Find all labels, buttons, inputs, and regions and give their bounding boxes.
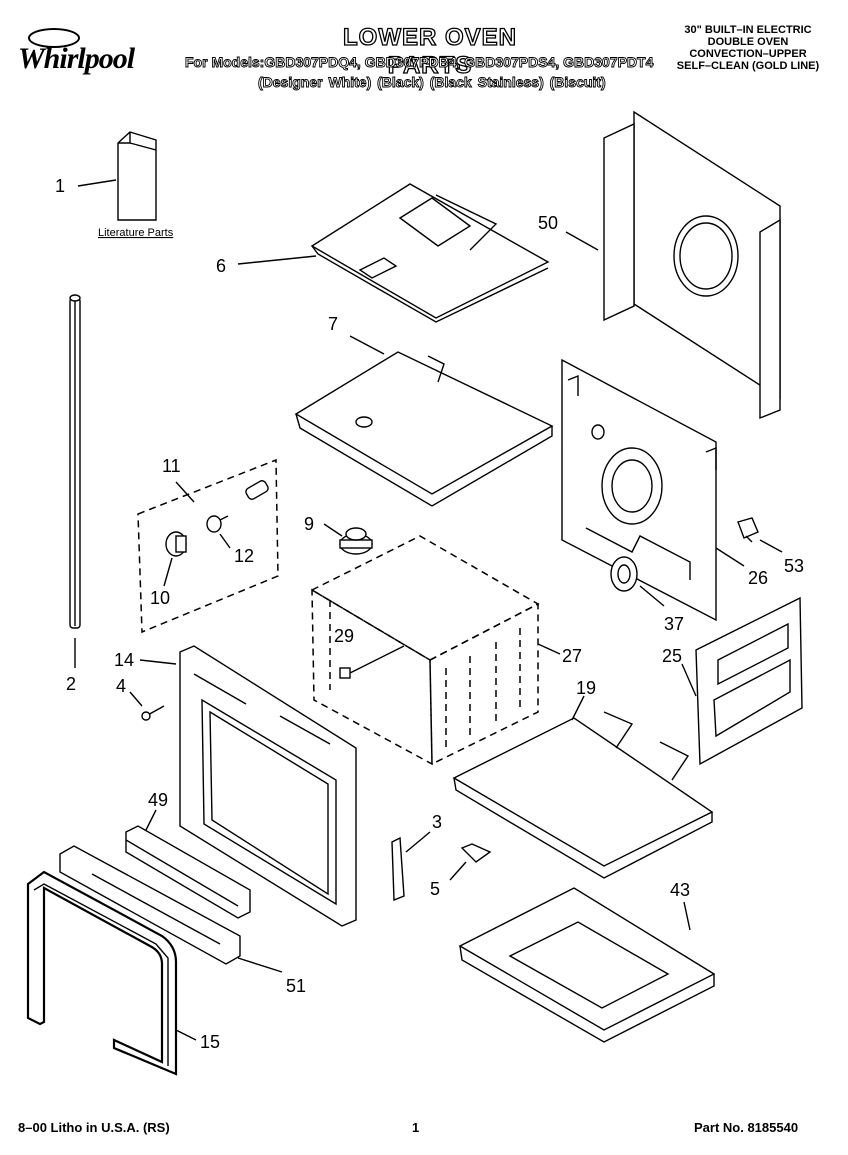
callout-51: 51 bbox=[286, 976, 306, 996]
small-clip bbox=[737, 517, 759, 543]
convection-baffle bbox=[561, 358, 717, 622]
litho-note: 8–00 Litho in U.S.A. (RS) bbox=[18, 1120, 170, 1135]
leader-line bbox=[139, 659, 177, 665]
front-frame bbox=[179, 645, 357, 927]
literature-booklet bbox=[117, 131, 157, 221]
callout-9: 9 bbox=[304, 514, 314, 534]
vertical-trim-strip bbox=[69, 294, 81, 629]
oven-cavity bbox=[310, 535, 540, 766]
part-group-boundary bbox=[137, 458, 279, 634]
leader-line bbox=[759, 539, 783, 553]
leader-line bbox=[565, 231, 599, 251]
callout-1: 1 bbox=[55, 176, 65, 196]
model-list: For Models:GBD307PDQ4, GBD307PDB4, GBD30… bbox=[185, 54, 654, 71]
literature-parts-label: Literature Parts bbox=[98, 227, 174, 239]
top-air-duct bbox=[310, 183, 550, 323]
leader-line bbox=[175, 481, 195, 503]
callout-4: 4 bbox=[116, 676, 126, 696]
product-spec: 30" BUILT–IN ELECTRIC DOUBLE OVEN CONVEC… bbox=[660, 24, 836, 72]
callout-53: 53 bbox=[784, 556, 804, 576]
leader-line bbox=[537, 643, 561, 655]
leader-line bbox=[145, 809, 157, 831]
page-number: 1 bbox=[412, 1120, 420, 1135]
callout-10: 10 bbox=[150, 588, 170, 608]
leader-line bbox=[349, 335, 385, 355]
callout-11: 11 bbox=[162, 456, 181, 476]
clip-bracket bbox=[460, 843, 492, 863]
light-bulb bbox=[245, 480, 269, 500]
lower-trim-bar bbox=[125, 825, 251, 919]
leader-line bbox=[163, 557, 173, 587]
leader-line bbox=[237, 255, 317, 265]
leader-line bbox=[715, 547, 745, 567]
callout-2: 2 bbox=[66, 674, 76, 694]
page-title: LOWER OVEN PARTS bbox=[342, 23, 517, 79]
leader-line bbox=[639, 585, 665, 607]
callout-29: 29 bbox=[334, 626, 354, 646]
callout-25: 25 bbox=[662, 646, 682, 666]
callout-19: 19 bbox=[576, 678, 596, 698]
leader-line bbox=[323, 523, 343, 537]
logo-oval-icon bbox=[28, 28, 80, 48]
spec-line: SELF–CLEAN (GOLD LINE) bbox=[676, 60, 820, 72]
mounting-screw bbox=[141, 705, 165, 721]
callout-26: 26 bbox=[748, 568, 768, 588]
leader-line bbox=[237, 957, 283, 973]
callout-43: 43 bbox=[670, 880, 690, 900]
fan-gasket bbox=[610, 556, 638, 592]
temperature-sensor bbox=[339, 645, 405, 679]
leader-line bbox=[77, 179, 117, 187]
vent-trim bbox=[59, 845, 241, 965]
leader-line bbox=[449, 861, 467, 881]
finish-list: (Designer White) (Black) (Black Stainles… bbox=[258, 74, 607, 91]
callout-12: 12 bbox=[234, 546, 254, 566]
part-number: Part No. 8185540 bbox=[694, 1120, 799, 1135]
callout-3: 3 bbox=[432, 812, 442, 832]
light-socket bbox=[206, 515, 229, 533]
bottom-panel bbox=[452, 711, 714, 879]
side-panel bbox=[695, 596, 803, 766]
leader-line bbox=[129, 691, 143, 707]
leader-line bbox=[683, 901, 691, 931]
callout-27: 27 bbox=[562, 646, 582, 666]
logo-wordmark: Whirlpool bbox=[18, 42, 135, 75]
thermostat-knob bbox=[165, 531, 187, 557]
spec-line: DOUBLE OVEN bbox=[707, 36, 789, 48]
callout-15: 15 bbox=[200, 1032, 220, 1052]
rear-wall-panel bbox=[603, 110, 781, 420]
callout-50: 50 bbox=[538, 213, 558, 233]
leader-line bbox=[405, 831, 431, 853]
callout-49: 49 bbox=[148, 790, 168, 810]
leader-line bbox=[175, 1029, 197, 1041]
oven-top-panel bbox=[294, 351, 554, 507]
door-gasket bbox=[26, 870, 178, 1076]
leader-line bbox=[219, 533, 231, 549]
callout-5: 5 bbox=[430, 879, 440, 899]
callout-37: 37 bbox=[664, 614, 684, 634]
spec-line: 30" BUILT–IN ELECTRIC bbox=[684, 24, 812, 36]
callout-14: 14 bbox=[114, 650, 134, 670]
support-bracket bbox=[391, 836, 405, 902]
spec-line: CONVECTION–UPPER bbox=[689, 48, 807, 60]
leader-line bbox=[571, 695, 585, 721]
callout-7: 7 bbox=[328, 314, 338, 334]
callout-6: 6 bbox=[216, 256, 226, 276]
fan-motor bbox=[339, 527, 373, 555]
lower-tray bbox=[458, 887, 716, 1043]
leader-line bbox=[681, 663, 697, 697]
whirlpool-logo: Whirlpool bbox=[18, 28, 168, 86]
